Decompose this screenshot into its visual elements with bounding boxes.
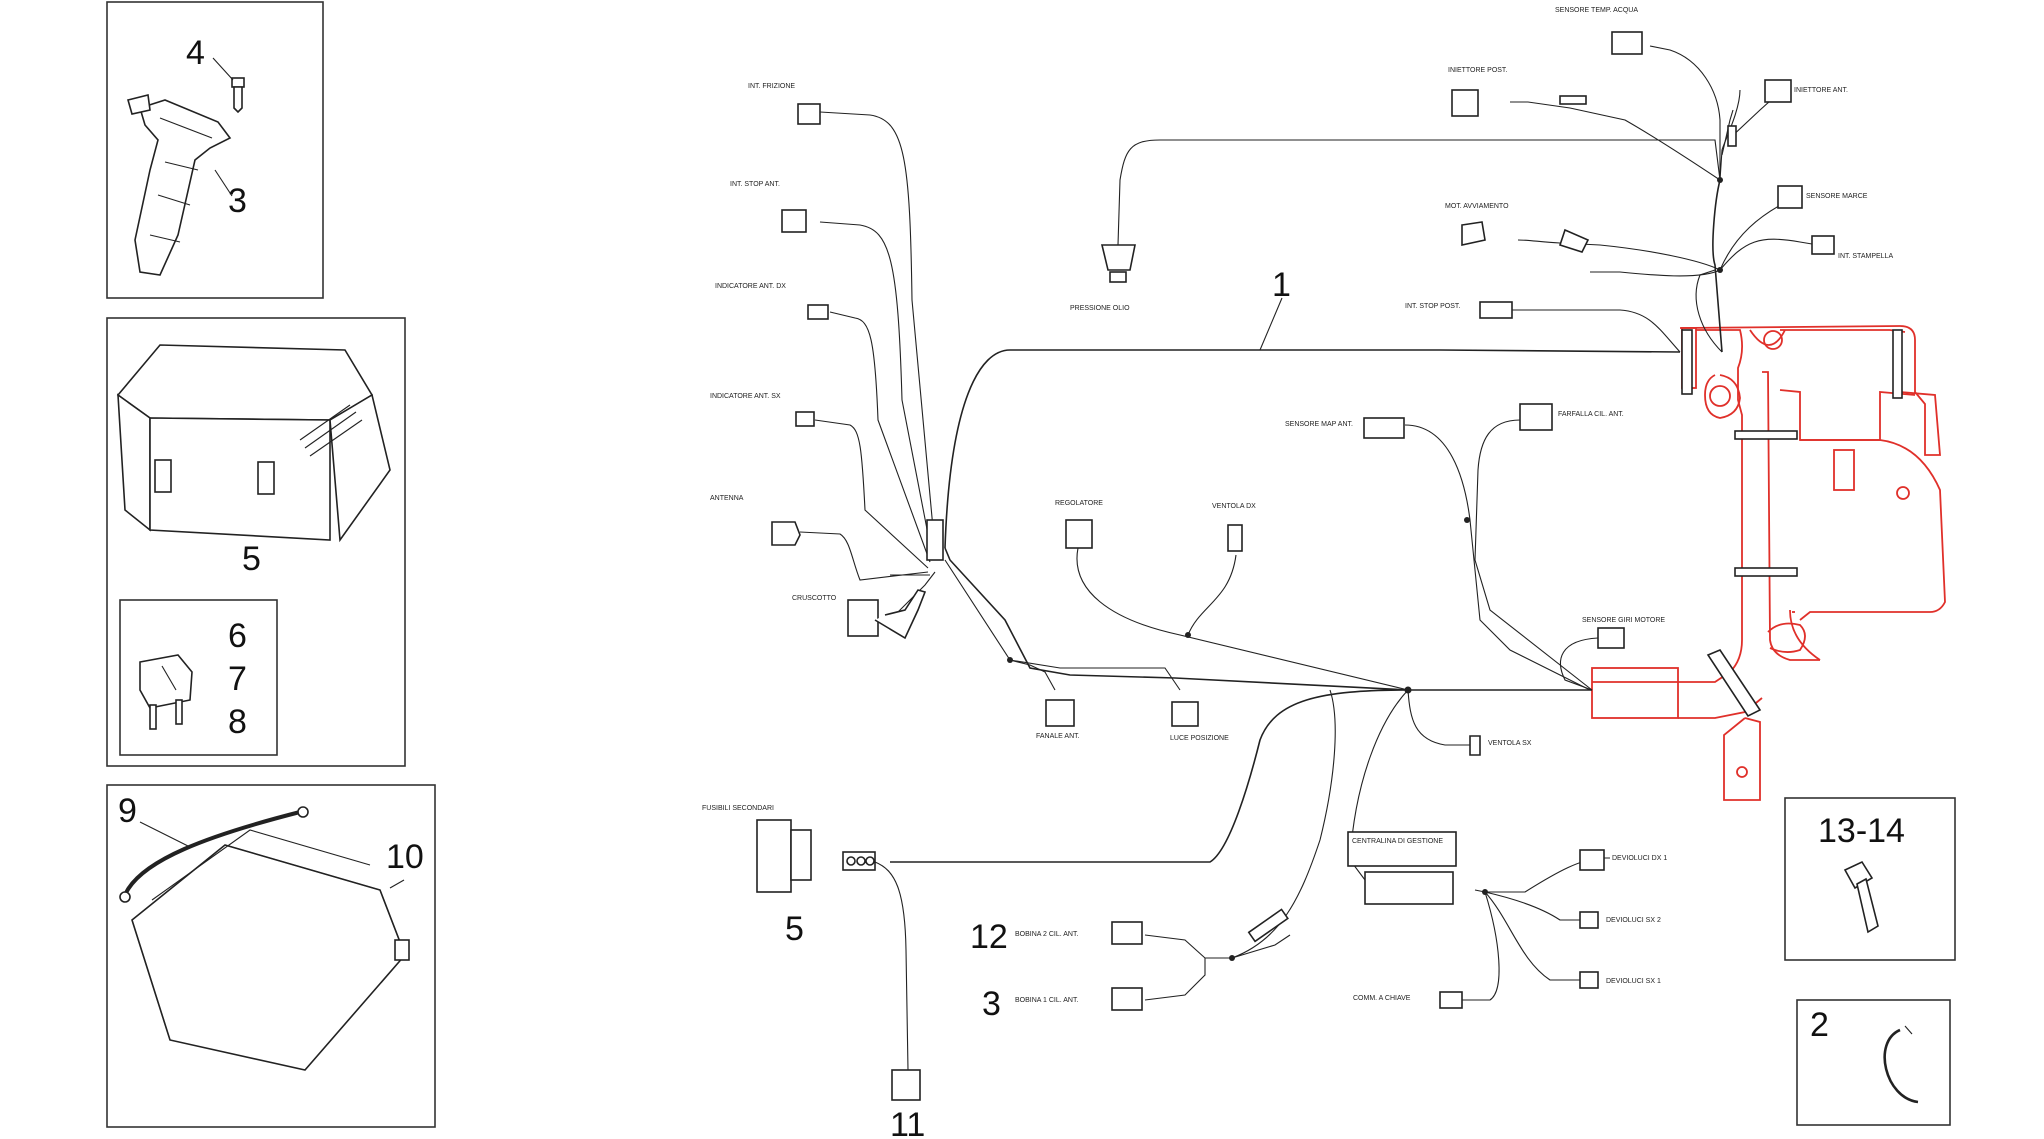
label-fanale-ant: FANALE ANT.	[1036, 733, 1080, 740]
part-number-5-box: 5	[242, 540, 261, 578]
label-antenna: ANTENNA	[710, 495, 744, 502]
harness-wires	[799, 45, 1813, 1071]
part-number-10: 10	[386, 838, 424, 876]
label-bobina-1-cil-ant: BOBINA 1 CIL. ANT.	[1015, 997, 1078, 1004]
label-ventola-sx: VENTOLA SX	[1488, 740, 1532, 747]
label-regolatore: REGOLATORE	[1055, 500, 1103, 507]
label-indicatore-ant-dx: INDICATORE ANT. DX	[715, 283, 786, 290]
label-luce-posizione: LUCE POSIZIONE	[1170, 735, 1229, 742]
label-int-stop-post: INT. STOP POST.	[1405, 303, 1460, 310]
label-devioluci-sx-2: DEVIOLUCI SX 2	[1606, 917, 1661, 924]
label-int-stampella: INT. STAMPELLA	[1838, 253, 1893, 260]
part-number-4: 4	[186, 34, 205, 72]
bolt-part-13-14	[1843, 860, 1879, 934]
part-number-8: 8	[228, 703, 247, 741]
frame-outline	[1591, 325, 1946, 801]
label-sensore-giri-motore: SENSORE GIRI MOTORE	[1582, 617, 1665, 624]
label-farfalla-cil-ant: FARFALLA CIL. ANT.	[1558, 411, 1624, 418]
label-mot-avviamento: MOT. AVVIAMENTO	[1445, 203, 1509, 210]
leader-part-1	[1259, 297, 1283, 351]
part-number-11: 11	[890, 1106, 925, 1139]
frame-studs	[1681, 329, 1903, 718]
label-comm-chiave: COMM. A CHIAVE	[1353, 995, 1411, 1002]
part-number-6: 6	[228, 617, 247, 655]
label-centralina: CENTRALINA DI GESTIONE	[1352, 838, 1443, 845]
label-devioluci-sx-1: DEVIOLUCI SX 1	[1606, 978, 1661, 985]
battery-part-10	[131, 829, 410, 1071]
connector-shapes	[756, 31, 1835, 1101]
label-fusibili-secondari: FUSIBILI SECONDARI	[702, 805, 774, 812]
label-sensore-marce: SENSORE MARCE	[1806, 193, 1868, 200]
label-cruscotto: CRUSCOTTO	[792, 595, 837, 602]
panel-clamp	[1796, 999, 1951, 1126]
label-iniettore-ant: INIETTORE ANT.	[1794, 87, 1848, 94]
part-number-1: 1	[1272, 266, 1291, 304]
part-number-2: 2	[1810, 1006, 1829, 1044]
label-int-stop-ant: INT. STOP ANT.	[730, 181, 780, 188]
hose-clamp-part-2	[1883, 1025, 1919, 1104]
part-number-5-harness: 5	[785, 910, 804, 948]
battery-cable-part-9	[119, 806, 309, 903]
ignition-coil	[127, 94, 233, 276]
label-sensore-map-ant: SENSORE MAP ANT.	[1285, 421, 1353, 428]
label-iniettore-post: INIETTORE POST.	[1448, 67, 1507, 74]
label-devioluci-dx-1: DEVIOLUCI DX 1	[1612, 855, 1667, 862]
part-number-3-harness: 3	[982, 985, 1001, 1023]
label-int-frizione: INT. FRIZIONE	[748, 83, 795, 90]
part-number-9: 9	[118, 792, 137, 830]
label-pressione-olio: PRESSIONE OLIO	[1070, 305, 1130, 312]
label-sensore-temp-acqua: SENSORE TEMP. ACQUA	[1555, 7, 1638, 14]
screw-part-4	[212, 57, 245, 114]
label-indicatore-ant-sx: INDICATORE ANT. SX	[710, 393, 781, 400]
part-number-12: 12	[970, 918, 1008, 956]
part-number-13-14: 13-14	[1818, 812, 1905, 850]
label-ventola-dx: VENTOLA DX	[1212, 503, 1256, 510]
label-bobina-2-cil-ant: BOBINA 2 CIL. ANT.	[1015, 931, 1078, 938]
part-number-7: 7	[228, 660, 247, 698]
fuse-box-part-5	[116, 344, 391, 543]
blade-fuse	[139, 654, 193, 730]
connector-labels: INT. FRIZIONE INT. STOP ANT. INDICATORE …	[702, 7, 1893, 1004]
part-number-3-coil: 3	[228, 182, 247, 220]
